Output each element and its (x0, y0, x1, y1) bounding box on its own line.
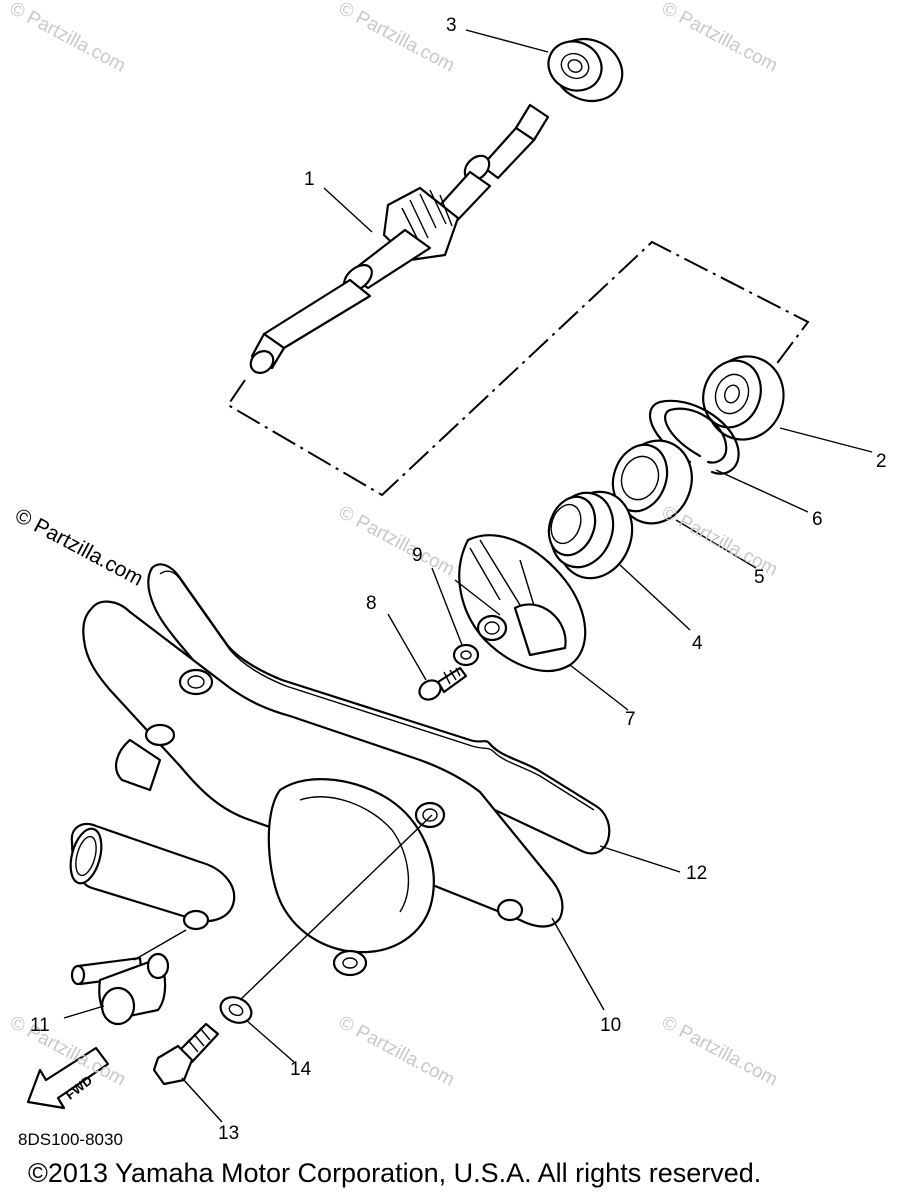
fwd-arrow-icon (26, 1046, 110, 1110)
callout-13[interactable]: 13 (218, 1123, 240, 1144)
callout-1[interactable]: 1 (304, 169, 315, 190)
part-13-bolt[interactable] (152, 1022, 220, 1086)
part-8-bolt[interactable] (416, 666, 468, 703)
assembly-bracket-line (226, 240, 810, 497)
callout-12[interactable]: 12 (686, 863, 708, 884)
copyright-notice: ©2013 Yamaha Motor Corporation, U.S.A. A… (28, 1158, 762, 1188)
part-4-mechanical-seal[interactable] (541, 481, 644, 588)
part-10-pump-housing[interactable] (65, 600, 564, 977)
diagram-code: 8DS100-8030 (18, 1130, 123, 1149)
callout-6[interactable]: 6 (812, 509, 823, 530)
callout-5[interactable]: 5 (754, 567, 765, 588)
callout-7[interactable]: 7 (625, 709, 636, 730)
part-5-oil-seal[interactable] (604, 430, 703, 534)
callout-8[interactable]: 8 (366, 593, 377, 614)
part-2-bearing[interactable] (694, 346, 795, 451)
part-9-washer[interactable] (452, 643, 480, 667)
callout-4[interactable]: 4 (692, 633, 703, 654)
callout-11[interactable]: 11 (30, 1015, 50, 1036)
part-7-impeller[interactable] (454, 534, 587, 673)
part-11-hose-fitting[interactable] (70, 952, 170, 1026)
callout-leaders (63, 29, 873, 1123)
callout-10[interactable]: 10 (600, 1015, 622, 1036)
callout-2[interactable]: 2 (876, 451, 887, 472)
part-3-bearing[interactable] (540, 28, 632, 112)
callout-3[interactable]: 3 (446, 15, 457, 36)
callout-9[interactable]: 9 (412, 545, 423, 566)
callout-14[interactable]: 14 (290, 1059, 312, 1080)
part-12-gasket[interactable] (147, 563, 611, 855)
part-6-circlip[interactable] (648, 399, 740, 475)
part-1-impeller-shaft[interactable] (246, 103, 550, 377)
